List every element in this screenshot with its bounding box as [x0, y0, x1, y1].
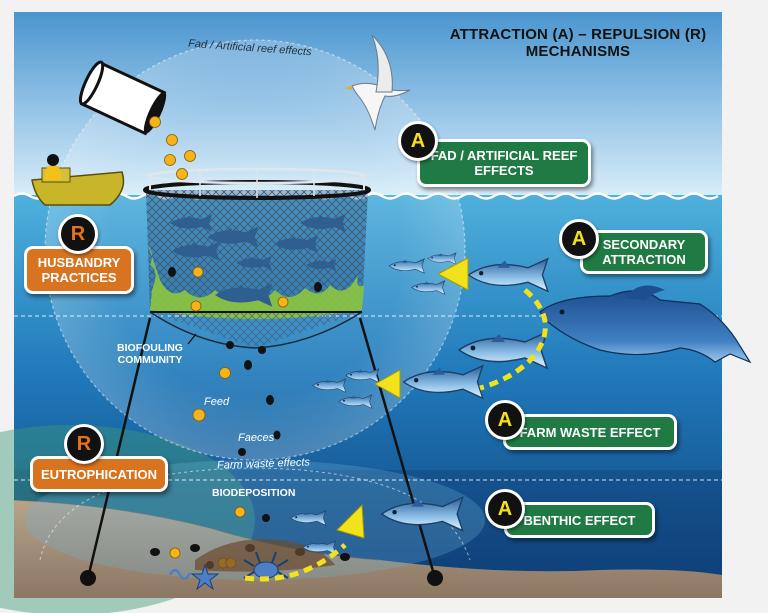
starfish-icon	[190, 563, 220, 591]
badge-husbandry: R	[58, 214, 98, 254]
mechanism-benthic-box: BENTHIC EFFECT	[504, 502, 655, 538]
mechanism-fad-box: FAD / ARTIFICIAL REEF EFFECTS	[417, 139, 591, 187]
mechanism-secondary-box: SECONDARY ATTRACTION	[580, 230, 708, 274]
badge-benthic: A	[485, 489, 525, 529]
anchor-left	[80, 570, 96, 586]
title-line-1: ATTRACTION (A) – REPULSION (R)	[449, 26, 707, 43]
badge-farm-waste: A	[485, 400, 525, 440]
mechanism-husbandry-label: HUSBANDRY PRACTICES	[37, 255, 121, 285]
anchor-right	[427, 570, 443, 586]
seagull-icon	[344, 34, 411, 131]
mechanism-eutrophication-label: EUTROPHICATION	[40, 466, 158, 482]
mooring-line-right	[358, 317, 437, 579]
mechanism-benthic-label: BENTHIC EFFECT	[523, 512, 636, 528]
boat-icon	[31, 154, 125, 206]
arrow-icon	[244, 257, 548, 582]
fish-cage	[143, 167, 371, 349]
diagram-title: ATTRACTION (A) – REPULSION (R) MECHANISM…	[428, 26, 728, 60]
mechanism-secondary-label: SECONDARY ATTRACTION	[602, 237, 686, 267]
mechanism-farm-waste-box: FARM WASTE EFFECT	[503, 414, 677, 450]
feed-label: Feed	[204, 396, 230, 408]
badge-secondary: A	[559, 219, 599, 259]
mechanism-fad-label: FAD / ARTIFICIAL REEF EFFECTS	[430, 148, 578, 178]
biodeposition-pile	[195, 539, 335, 572]
biofouling-community	[148, 245, 364, 319]
dolphin-icon	[539, 285, 752, 364]
badge-eutrophication: R	[64, 424, 104, 464]
badge-fad: A	[398, 121, 438, 161]
biodeposition-label: BIODEPOSITION	[212, 487, 296, 499]
biofouling-label: BIOFOULING COMMUNITY	[117, 342, 183, 366]
mechanism-eutrophication-box: EUTROPHICATION	[30, 456, 168, 492]
mooring-line-left	[86, 317, 152, 579]
title-line-2: MECHANISMS	[525, 43, 631, 60]
faeces-label: Faeces	[238, 432, 275, 444]
mechanism-farm-waste-label: FARM WASTE EFFECT	[519, 424, 661, 440]
